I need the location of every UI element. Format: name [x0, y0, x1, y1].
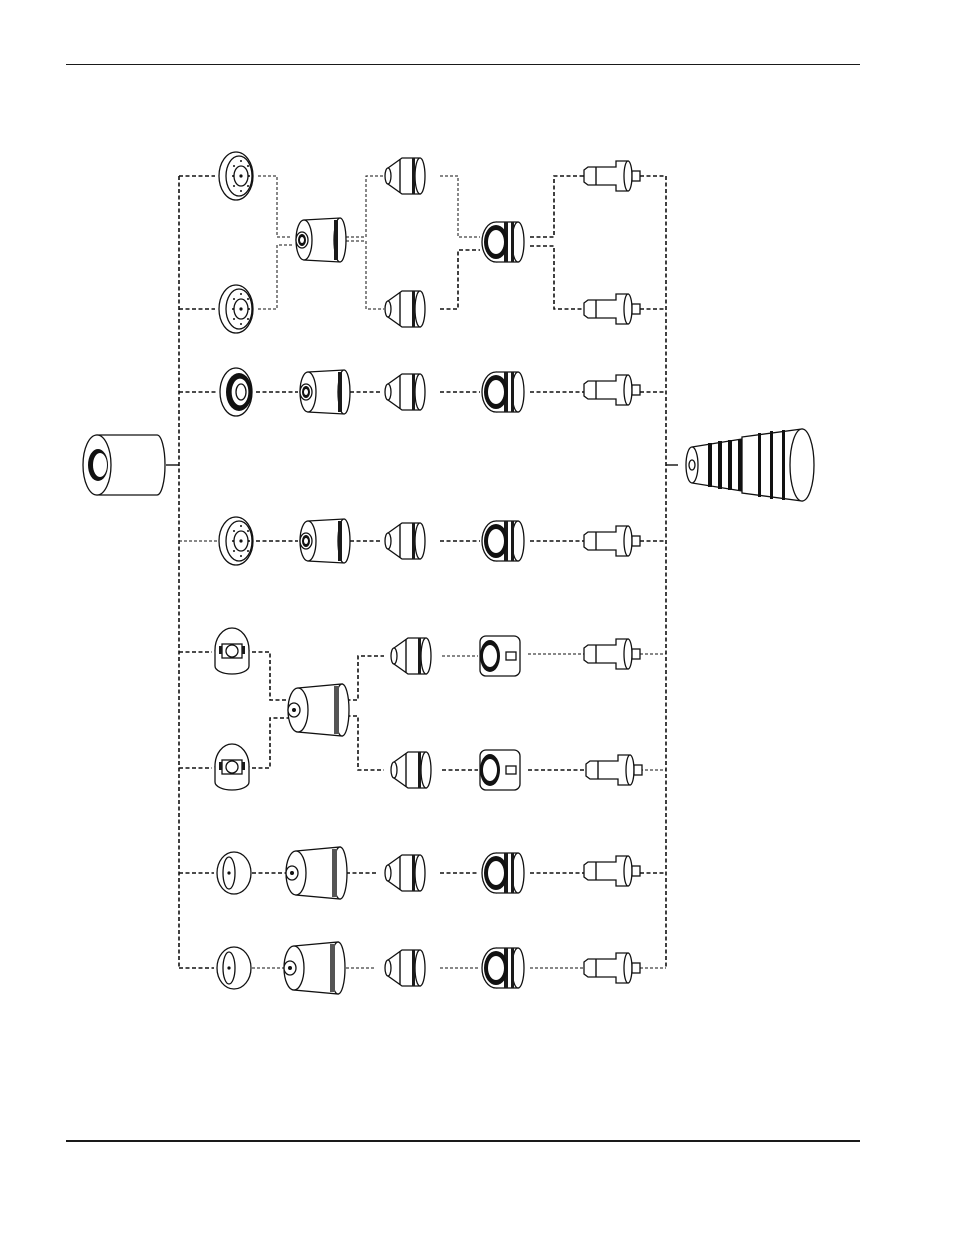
- electrode-part: [583, 160, 641, 192]
- nozzle-part: [384, 854, 426, 892]
- nozzle-part: [390, 751, 432, 789]
- group-1: [179, 151, 666, 334]
- shield-part: [218, 284, 254, 334]
- torch-head-part: [685, 428, 815, 502]
- electrode-part: [583, 374, 641, 406]
- electrode-part: [583, 952, 641, 984]
- swirl-ring-part: [481, 221, 525, 263]
- swirl-ring-part: [479, 635, 521, 677]
- shield-part: [216, 851, 252, 895]
- nozzle-part: [384, 157, 426, 195]
- shield-part: [218, 151, 254, 201]
- nozzle-part: [384, 522, 426, 560]
- electrode-part: [583, 525, 641, 557]
- electrode-part: [583, 638, 641, 670]
- swirl-ring-part: [479, 749, 521, 791]
- nozzle-part: [384, 949, 426, 987]
- shield-part: [218, 516, 254, 566]
- swirl-ring-part: [481, 852, 525, 894]
- row-3: [179, 367, 666, 417]
- nozzle-retaining-cap-part: [295, 217, 347, 263]
- swirl-ring-part: [481, 947, 525, 989]
- electrode-part: [585, 754, 643, 786]
- shield-part: [214, 743, 250, 791]
- shield-part: [219, 367, 253, 417]
- swirl-ring-part: [481, 520, 525, 562]
- nozzle-part: [384, 373, 426, 411]
- nozzle-retaining-cap-part: [287, 683, 350, 737]
- nozzle-retaining-cap-part: [299, 369, 351, 415]
- group-2: [179, 627, 666, 791]
- retaining-cap-part: [82, 434, 166, 496]
- nozzle-retaining-cap-part: [283, 941, 346, 995]
- shield-part: [214, 627, 250, 675]
- nozzle-part: [390, 637, 432, 675]
- swirl-ring-part: [481, 371, 525, 413]
- nozzle-retaining-cap-part: [299, 518, 351, 564]
- footer-rule: [66, 1140, 860, 1142]
- row-4: [179, 516, 666, 566]
- row-7: [179, 846, 666, 900]
- nozzle-part: [384, 290, 426, 328]
- nozzle-retaining-cap-part: [285, 846, 348, 900]
- electrode-part: [583, 855, 641, 887]
- shield-part: [216, 946, 252, 990]
- row-8: [179, 941, 666, 995]
- header-rule: [66, 64, 860, 65]
- electrode-part: [583, 293, 641, 325]
